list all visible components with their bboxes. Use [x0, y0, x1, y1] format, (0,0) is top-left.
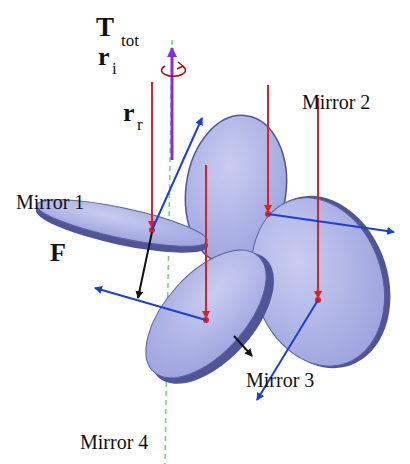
vector-symbol: r: [98, 44, 110, 70]
rotation-arrow: [162, 66, 186, 76]
vector-symbol: T: [96, 14, 114, 41]
mirror-label: Mirror 3: [246, 370, 314, 390]
reflected-ray: [268, 214, 394, 232]
incident-ray: [317, 98, 319, 298]
incident-ray: [267, 85, 269, 212]
mirror-label: Mirror 4: [80, 432, 148, 452]
mirror-label: Mirror 1: [16, 192, 84, 212]
reflected-ray: [95, 288, 206, 320]
incident-ray: [205, 165, 207, 318]
reflected-ray: [152, 118, 202, 230]
incident-ray: [151, 82, 153, 228]
mirror-label: Mirror 2: [302, 92, 370, 112]
subscript: tot: [121, 32, 139, 49]
torque-arrow: [171, 48, 174, 160]
vector-symbol: r: [123, 100, 135, 126]
vector-symbol: F: [50, 240, 66, 266]
force-arrow: [138, 232, 152, 298]
subscript: r: [137, 116, 143, 133]
force-arrow: [234, 336, 252, 356]
subscript: i: [112, 60, 117, 77]
